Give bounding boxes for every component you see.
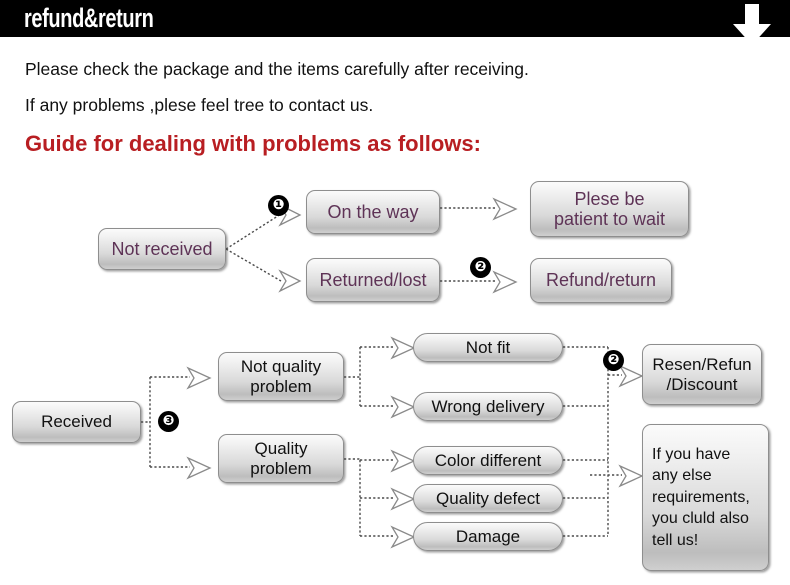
box-wrong-delivery[interactable]: Wrong delivery [413,392,563,421]
box-color-different[interactable]: Color different [413,446,563,475]
intro-line-1: Please check the package and the items c… [25,59,529,79]
box-damage[interactable]: Damage [413,522,563,551]
box-not-fit[interactable]: Not fit [413,333,563,362]
step-badge-2-bottom: ❷ [603,350,624,371]
page-title: refund&return [24,3,154,33]
box-returned-lost[interactable]: Returned/lost [306,258,440,302]
box-refund-return[interactable]: Refund/return [530,258,672,303]
box-received[interactable]: Received [12,401,141,443]
down-arrow-icon [733,4,771,45]
box-plese-be-patient[interactable]: Plese be patient to wait [530,181,689,237]
box-not-quality-problem[interactable]: Not quality problem [218,352,344,401]
box-quality-problem[interactable]: Quality problem [218,434,344,483]
step-badge-3: ❸ [158,411,179,432]
step-badge-2-top: ❷ [470,257,491,278]
box-quality-defect[interactable]: Quality defect [413,484,563,513]
intro-line-2: If any problems ,plese feel tree to cont… [25,95,374,115]
step-badge-1: ❶ [268,195,289,216]
header-bar [0,0,790,37]
guide-heading: Guide for dealing with problems as follo… [25,131,481,156]
box-resend-refund-discount[interactable]: Resen/Refun /Discount [642,344,762,405]
box-extra-requirements-note[interactable]: If you have any else requirements, you c… [642,424,769,571]
box-on-the-way[interactable]: On the way [306,190,440,234]
box-not-received[interactable]: Not received [98,228,226,270]
